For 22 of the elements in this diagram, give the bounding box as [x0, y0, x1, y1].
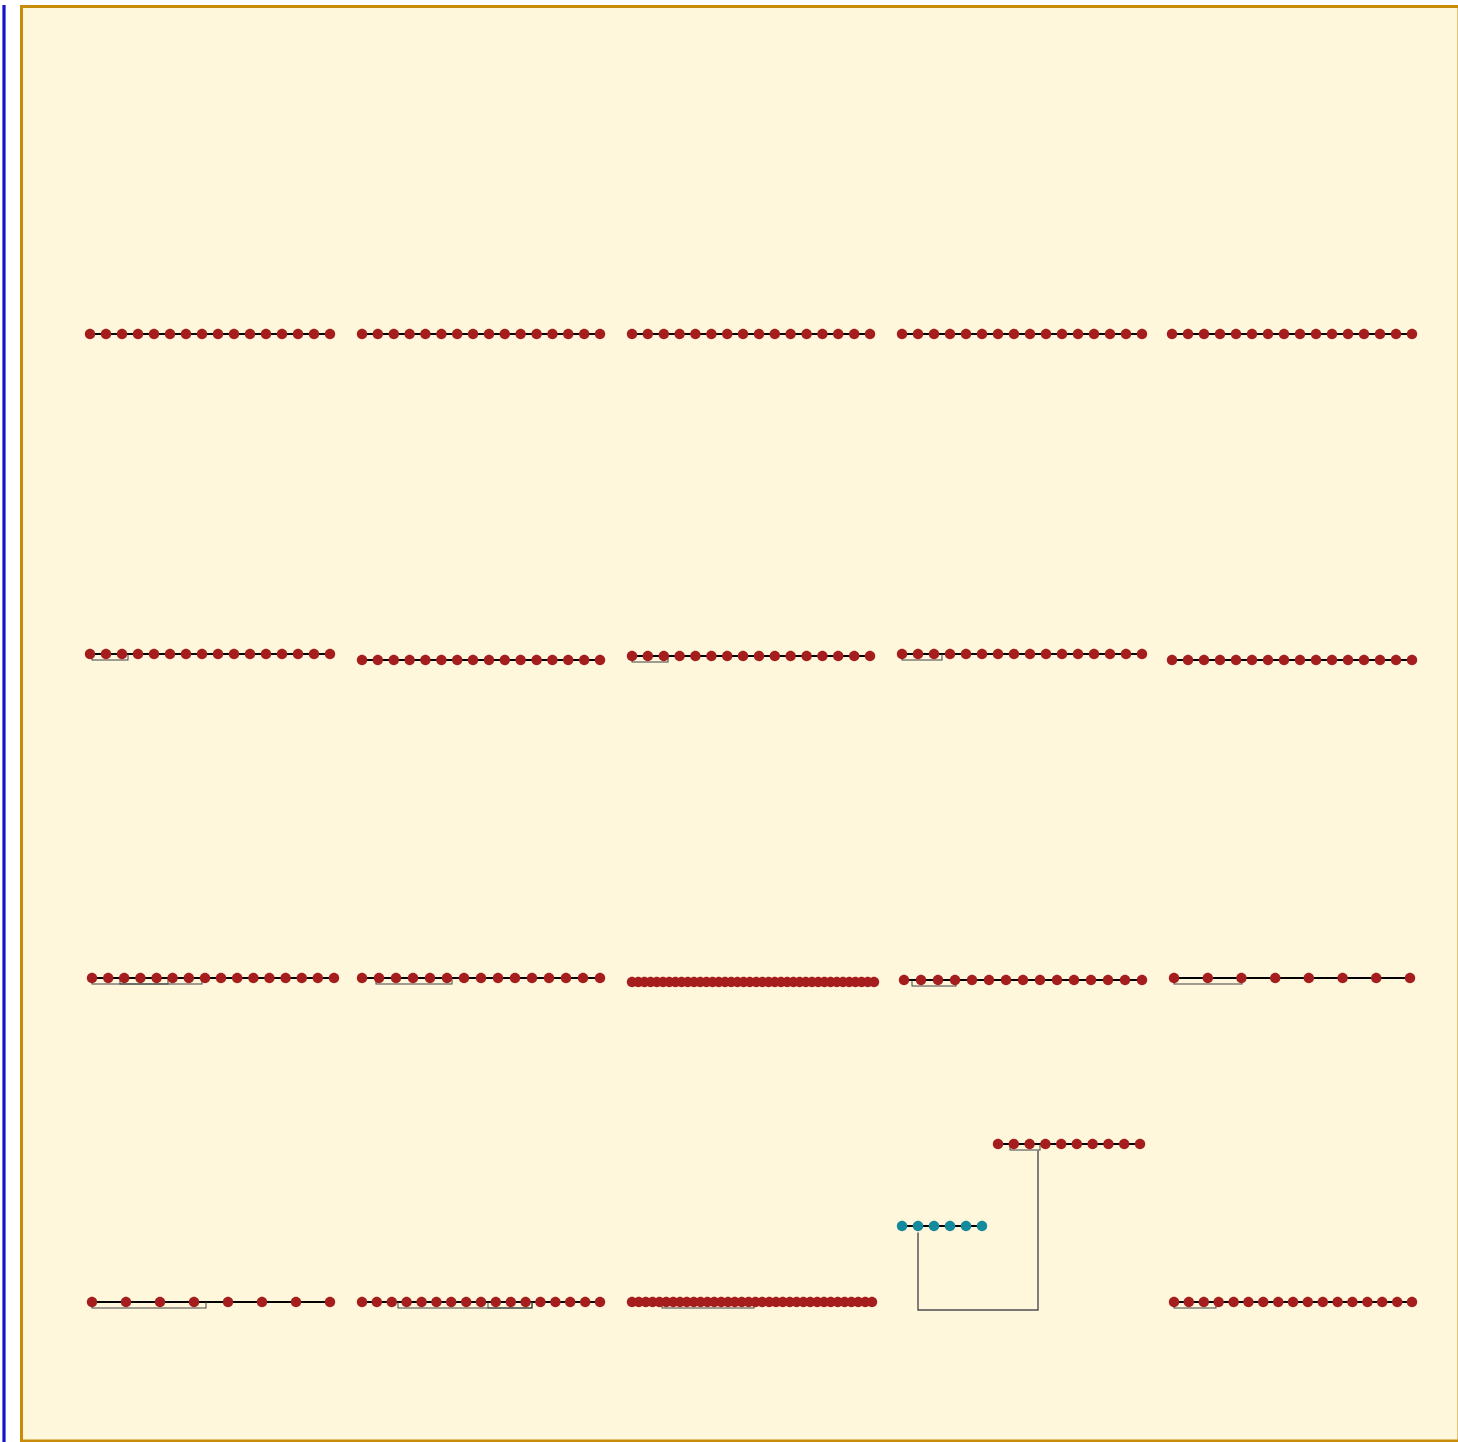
dot-chain [86, 972, 340, 985]
dot-chain [898, 974, 1148, 987]
dot-chain [1168, 1296, 1418, 1309]
dot-chain [626, 976, 880, 988]
dot-chain [626, 328, 876, 340]
connector-line [917, 1149, 1039, 1311]
dot-chain [1166, 328, 1418, 340]
dot-chain [356, 972, 606, 985]
dot-chain [992, 1138, 1146, 1151]
dot-chain [84, 648, 336, 661]
dot-chain [86, 1296, 336, 1309]
dot-chain [356, 1296, 606, 1309]
dot-chain [896, 648, 1148, 661]
dot-chain [626, 650, 876, 663]
dot-chain [1166, 654, 1418, 666]
dot-chain [1168, 972, 1416, 985]
dot-chain [84, 328, 336, 340]
dot-chain [896, 328, 1148, 340]
dot-chain [896, 1220, 988, 1232]
dot-chain [626, 1296, 878, 1309]
dot-chain [356, 654, 606, 666]
dot-chain [356, 328, 606, 340]
